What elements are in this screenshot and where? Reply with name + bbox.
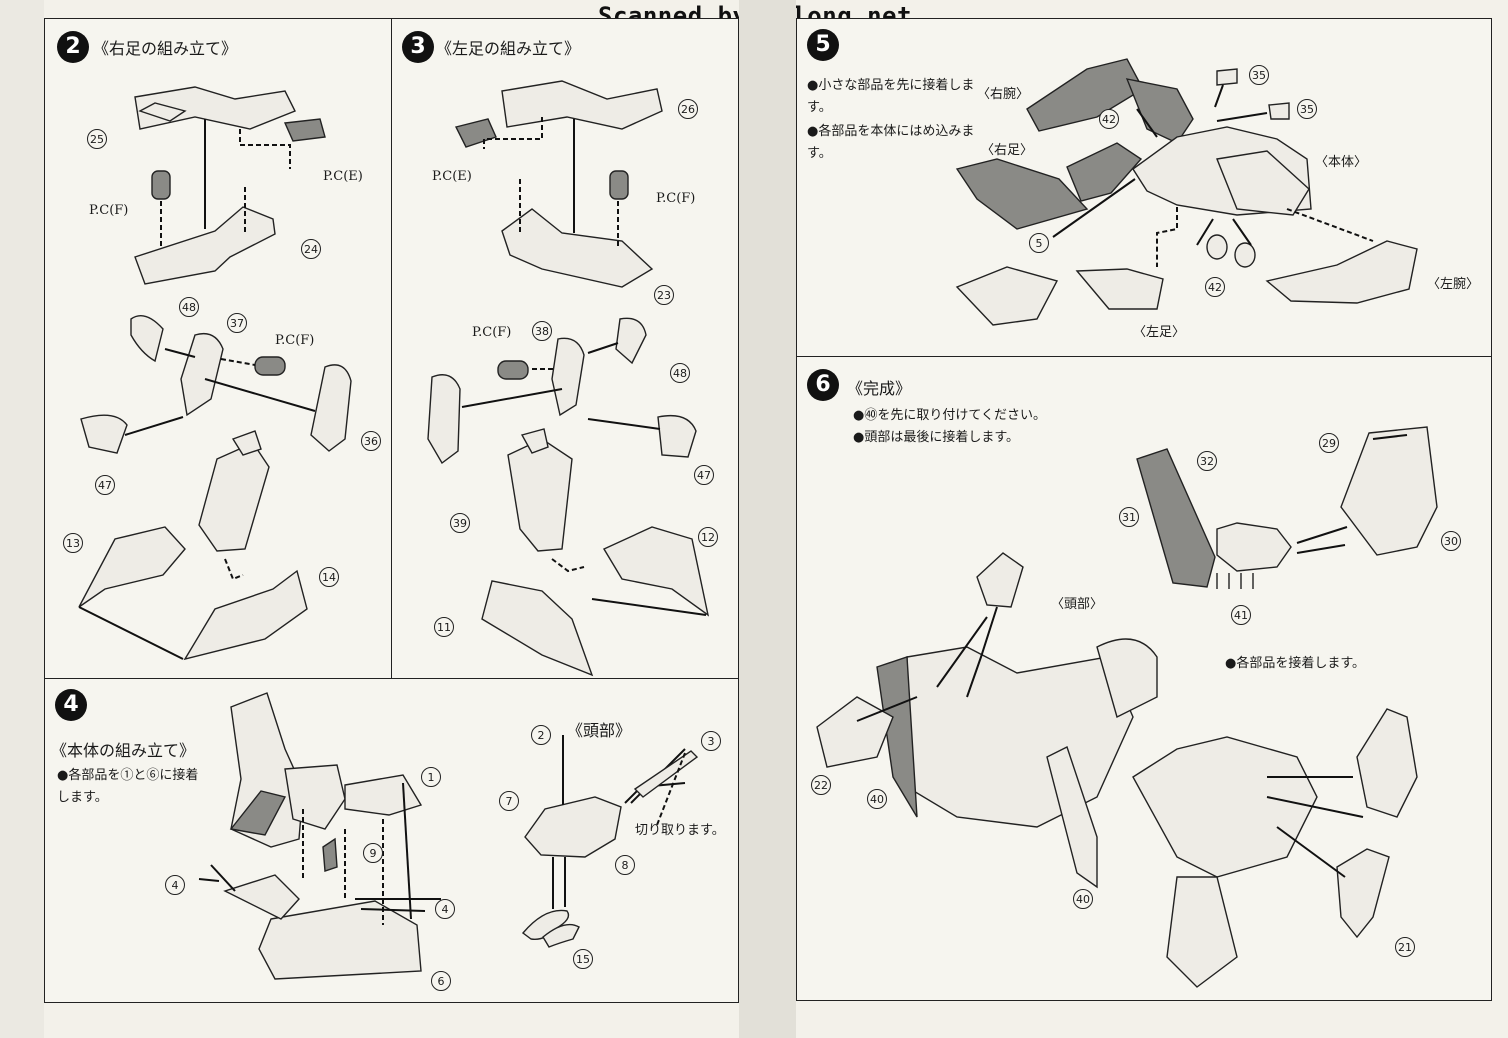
- part-callout-40: 40: [867, 789, 887, 809]
- part-callout-39: 39: [450, 513, 470, 533]
- glue-note: ●各部品を接着します。: [1225, 656, 1366, 671]
- part-callout-2: 2: [531, 725, 551, 745]
- step-note-2: ●頭部は最後に接着します。: [853, 430, 1020, 445]
- part-label-pc-f-2: P.C(F): [275, 333, 315, 348]
- left-leg-diagram: [427, 80, 710, 677]
- part-callout-11: 11: [434, 617, 454, 637]
- part-callout-47: 47: [95, 475, 115, 495]
- scan-margin-left: [0, 0, 44, 1038]
- part-label-pc-f-2: P.C(F): [472, 325, 512, 340]
- part-callout-42-b: 42: [1205, 277, 1225, 297]
- part-callout-15: 15: [573, 949, 593, 969]
- part-callout-36: 36: [361, 431, 381, 451]
- part-callout-29: 29: [1319, 433, 1339, 453]
- step-note-1: ●㊵を先に取り付けてください。: [853, 408, 1046, 423]
- head-subtitle: 《頭部》: [567, 721, 632, 740]
- part-callout-31: 31: [1119, 507, 1139, 527]
- label-left-leg: 〈左足〉: [1133, 325, 1186, 340]
- scan-gutter: [739, 0, 796, 1038]
- label-body: 〈本体〉: [1315, 155, 1368, 170]
- completed-model-diagram: [816, 426, 1438, 988]
- part-callout-4: 4: [165, 875, 185, 895]
- step-number: 5: [807, 29, 839, 61]
- part-callout-38: 38: [532, 321, 552, 341]
- part-callout-40-b: 40: [1073, 889, 1093, 909]
- part-callout-48: 48: [670, 363, 690, 383]
- step-number: 2: [57, 31, 89, 63]
- part-callout-12: 12: [698, 527, 718, 547]
- cut-note: 切り取ります。: [635, 823, 725, 838]
- body-assembly-diagram: [198, 692, 699, 980]
- part-label-pc-f: P.C(F): [89, 203, 129, 218]
- part-callout-9: 9: [363, 843, 383, 863]
- part-callout-37: 37: [227, 313, 247, 333]
- part-callout-48: 48: [179, 297, 199, 317]
- part-callout-5: 5: [1029, 233, 1049, 253]
- step-4-body-panel: 4 《本体の組み立て》 ●各部品を①と⑥に接着します。 《頭部》 切り取ります。…: [44, 678, 739, 1003]
- step-title: 《完成》: [847, 379, 912, 398]
- part-callout-32: 32: [1197, 451, 1217, 471]
- part-callout-24: 24: [301, 239, 321, 259]
- part-callout-25: 25: [87, 129, 107, 149]
- final-assembly-diagram: [955, 58, 1418, 326]
- step-note-1: ●小さな部品を先に接着します。: [807, 78, 975, 115]
- step-number: 6: [807, 369, 839, 401]
- part-callout-3: 3: [701, 731, 721, 751]
- part-callout-14: 14: [319, 567, 339, 587]
- step-title: 《右足の組み立て》: [93, 39, 238, 58]
- label-right-leg: 〈右足〉: [981, 143, 1034, 158]
- step-note: ●各部品を①と⑥に接着します。: [57, 768, 199, 805]
- part-callout-4-b: 4: [435, 899, 455, 919]
- part-callout-35: 35: [1249, 65, 1269, 85]
- part-callout-1: 1: [421, 767, 441, 787]
- part-callout-26: 26: [678, 99, 698, 119]
- part-callout-42: 42: [1099, 109, 1119, 129]
- label-right-arm: 〈右腕〉: [977, 87, 1030, 102]
- step-note-2: ●各部品を本体にはめ込みます。: [807, 124, 975, 161]
- part-callout-47: 47: [694, 465, 714, 485]
- label-head: 〈頭部〉: [1051, 597, 1104, 612]
- step-title: 《本体の組み立て》: [51, 741, 196, 760]
- right-leg-diagram: [78, 86, 352, 661]
- part-callout-13: 13: [63, 533, 83, 553]
- part-callout-21: 21: [1395, 937, 1415, 957]
- part-callout-8: 8: [615, 855, 635, 875]
- step-5-final-assembly-panel: 5 ●小さな部品を先に接着します。 ●各部品を本体にはめ込みます。 〈右腕〉 〈…: [796, 18, 1492, 357]
- part-callout-6: 6: [431, 971, 451, 991]
- step-number: 3: [402, 31, 434, 63]
- step-title: 《左足の組み立て》: [436, 39, 581, 58]
- step-2-right-leg-panel: 2 《右足の組み立て》 25 P.C(E): [44, 18, 392, 679]
- part-callout-7: 7: [499, 791, 519, 811]
- part-callout-23: 23: [654, 285, 674, 305]
- step-number: 4: [55, 689, 87, 721]
- step-3-left-leg-panel: 3 《左足の組み立て》 26 P.C(E) P.C(F) 23 P.C(F) 3…: [391, 18, 739, 679]
- label-left-arm: 〈左腕〉: [1427, 277, 1480, 292]
- part-callout-35-b: 35: [1297, 99, 1317, 119]
- part-callout-22: 22: [811, 775, 831, 795]
- step-6-complete-panel: 6 《完成》 ●㊵を先に取り付けてください。 ●頭部は最後に接着します。 ●各部…: [796, 356, 1492, 1001]
- part-callout-30: 30: [1441, 531, 1461, 551]
- part-label-pc-e: P.C(E): [323, 169, 363, 184]
- part-label-pc-f: P.C(F): [656, 191, 696, 206]
- part-label-pc-e: P.C(E): [432, 169, 472, 184]
- part-callout-41: 41: [1231, 605, 1251, 625]
